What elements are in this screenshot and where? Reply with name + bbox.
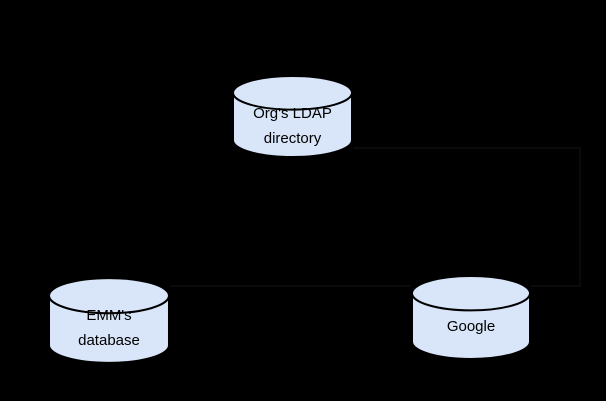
connector-ldap-to-google <box>353 147 581 287</box>
database-cylinder-shape <box>411 275 531 360</box>
cylinder-top-ellipse <box>232 75 353 111</box>
cylinder-body <box>48 295 170 364</box>
database-cylinder-shape <box>232 75 353 158</box>
cylinder-top-ellipse <box>411 275 531 312</box>
cylinder-top-ellipse <box>48 277 170 315</box>
database-cylinder-shape <box>48 277 170 364</box>
node-org-ldap-directory: Org's LDAP directory <box>232 75 353 159</box>
cylinder-body <box>411 293 531 360</box>
node-google: Google <box>411 275 531 361</box>
cylinder-body <box>232 92 353 158</box>
node-emm-database: EMM's database <box>48 277 170 365</box>
